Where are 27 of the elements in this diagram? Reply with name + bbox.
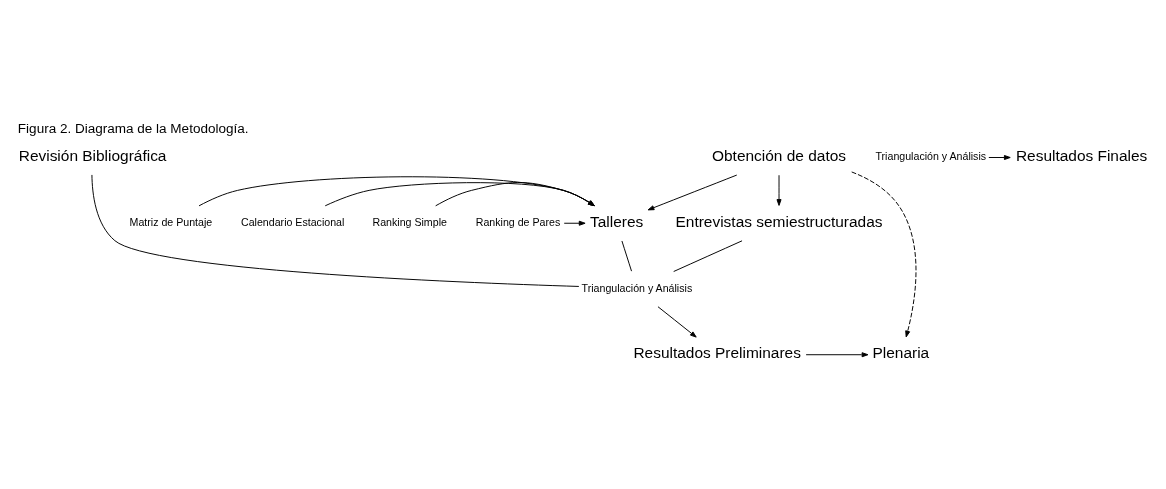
arrow <box>805 351 869 357</box>
arrow <box>647 174 738 210</box>
node-text: Ranking de Pares <box>475 215 561 228</box>
arrow <box>563 220 586 226</box>
arrow <box>988 154 1011 160</box>
node-text: Plenaria <box>872 343 930 361</box>
arrow <box>324 181 595 206</box>
node-text: Triangulación y Análisis <box>875 149 987 162</box>
node-text: Entrevistas semiestructuradas <box>675 212 883 230</box>
node-text: Ranking Simple <box>372 215 447 228</box>
connector <box>673 239 743 272</box>
node-text: Triangulación y Análisis <box>581 281 693 294</box>
connector <box>91 173 580 287</box>
node-text: Talleres <box>589 212 644 230</box>
node-text: Resultados Finales <box>1015 146 1148 164</box>
diagram-title: Figura 2. Diagrama de la Metodología. <box>17 120 249 136</box>
node-text: Revisión Bibliográfica <box>18 146 167 164</box>
node-text: Resultados Preliminares <box>633 343 801 361</box>
arrow <box>435 181 595 206</box>
arrow <box>198 175 595 206</box>
connector <box>621 240 632 272</box>
node-text: Matriz de Puntaje <box>129 215 213 228</box>
arrow <box>776 174 782 206</box>
arrow <box>851 170 917 337</box>
arrow <box>657 305 697 338</box>
node-text: Obtención de datos <box>712 146 847 164</box>
node-text: Calendario Estacional <box>241 215 345 228</box>
